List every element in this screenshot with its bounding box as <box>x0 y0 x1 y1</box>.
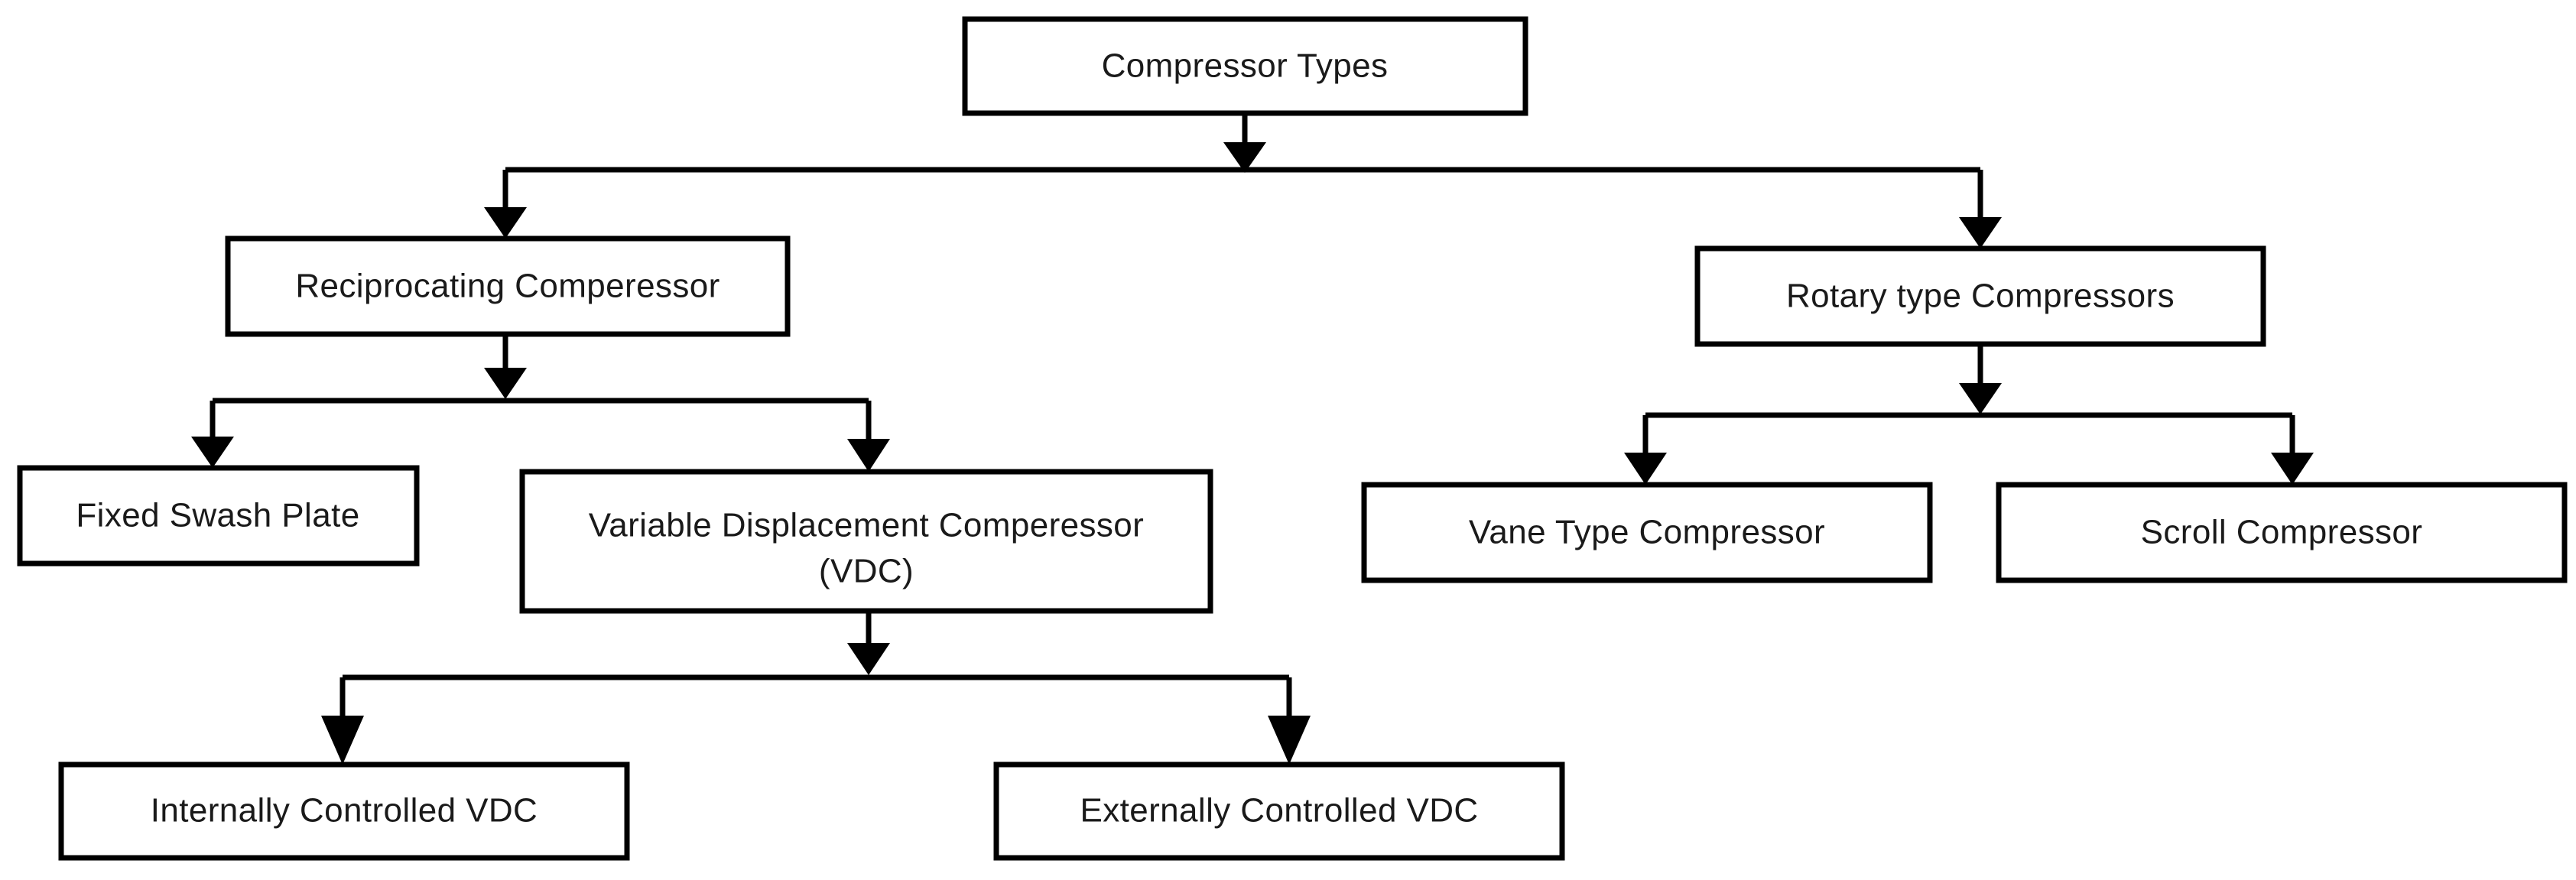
arrowhead-vdc-stem <box>847 643 890 675</box>
node-variable-displacement-comperessor[interactable]: Variable Displacement Comperessor (VDC) <box>519 469 1213 614</box>
node-externally-controlled-vdc-box[interactable] <box>993 761 1565 861</box>
arrowhead-internal-vdc <box>321 716 364 765</box>
edge-vdc-to-level3 <box>321 611 1311 765</box>
arrowhead-vane <box>1624 453 1667 485</box>
edge-rotary-to-level2 <box>1624 344 2314 485</box>
node-compressor-types[interactable]: Compressor Types <box>962 16 1528 116</box>
node-vane-type-compressor-box[interactable] <box>1361 482 1933 583</box>
arrowhead-rotary <box>1959 217 2002 248</box>
node-reciprocating-comperessor-box[interactable] <box>225 235 791 337</box>
node-externally-controlled-vdc-label: Externally Controlled VDC <box>1080 792 1478 830</box>
arrowhead-root-stem <box>1223 142 1266 173</box>
node-rotary-type-compressors-label: Rotary type Compressors <box>1786 278 2175 315</box>
arrowhead-reciprocating <box>484 207 527 239</box>
arrowhead-fixed-swash <box>191 437 234 468</box>
arrowhead-reciprocating-stem <box>484 368 527 399</box>
node-internally-controlled-vdc-box[interactable] <box>58 761 630 861</box>
node-scroll-compressor-box[interactable] <box>1996 482 2568 583</box>
node-compressor-types-label: Compressor Types <box>1102 47 1389 85</box>
node-internally-controlled-vdc-label: Internally Controlled VDC <box>151 792 538 830</box>
node-compressor-types-box[interactable] <box>962 16 1528 116</box>
node-reciprocating-comperessor-label: Reciprocating Comperessor <box>295 268 720 305</box>
node-rotary-type-compressors-box[interactable] <box>1694 245 2266 347</box>
node-variable-displacement-comperessor-box[interactable] <box>519 469 1213 614</box>
node-fixed-swash-plate-label: Fixed Swash Plate <box>76 497 359 534</box>
node-reciprocating-comperessor[interactable]: Reciprocating Comperessor <box>225 235 791 337</box>
node-fixed-swash-plate-box[interactable] <box>17 465 420 567</box>
node-externally-controlled-vdc[interactable]: Externally Controlled VDC <box>993 761 1565 861</box>
arrowhead-vdc <box>847 439 890 472</box>
arrowhead-rotary-stem <box>1959 383 2002 414</box>
edge-reciprocating-to-level2 <box>191 334 890 472</box>
node-vane-type-compressor[interactable]: Vane Type Compressor <box>1361 482 1933 583</box>
node-scroll-compressor-label: Scroll Compressor <box>2141 514 2423 551</box>
node-rotary-type-compressors[interactable]: Rotary type Compressors <box>1694 245 2266 347</box>
node-variable-displacement-comperessor-label-line2: (VDC) <box>819 553 914 590</box>
node-scroll-compressor[interactable]: Scroll Compressor <box>1996 482 2568 583</box>
node-variable-displacement-comperessor-label-line1: Variable Displacement Comperessor <box>589 507 1144 544</box>
arrowhead-external-vdc <box>1268 716 1311 765</box>
edge-root-to-level1 <box>484 113 2002 248</box>
node-vane-type-compressor-label: Vane Type Compressor <box>1469 514 1825 551</box>
node-internally-controlled-vdc[interactable]: Internally Controlled VDC <box>58 761 630 861</box>
node-fixed-swash-plate[interactable]: Fixed Swash Plate <box>17 465 420 567</box>
arrowhead-scroll <box>2271 453 2314 485</box>
